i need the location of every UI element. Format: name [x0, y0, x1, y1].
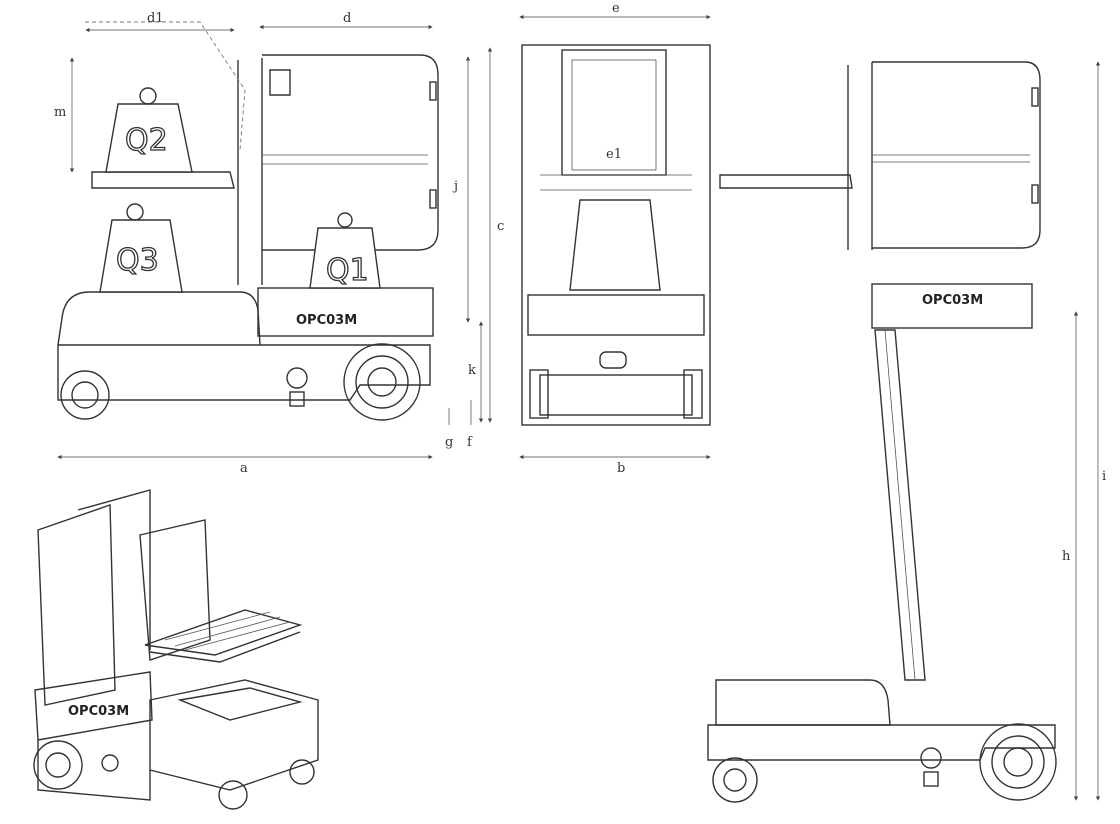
iso-tray: [144, 609, 303, 663]
raised-chassis: [707, 724, 1056, 761]
dim-d: d: [343, 11, 351, 26]
front-view: e e1 b: [519, 1, 711, 476]
mast: [237, 58, 263, 285]
dim-m: m: [54, 105, 66, 120]
raised-guardrail: [872, 61, 1041, 249]
raised-upper-mast: [847, 62, 873, 250]
dim-j: j: [452, 179, 458, 194]
dim-k: k: [468, 363, 476, 378]
rear-base: [57, 291, 261, 346]
side-view: OPC03M Q2 Q3 Q1 d1 d m j: [54, 11, 504, 476]
rear-wheel: [60, 370, 110, 420]
front-outline: [521, 44, 711, 426]
chassis: [57, 344, 431, 401]
iso-platform-box: [34, 671, 153, 741]
load-q2: [105, 103, 193, 173]
raised-tray: [719, 174, 853, 189]
drive-wheel: [343, 343, 421, 421]
model-label: OPC03M: [296, 313, 357, 328]
dim-h: h: [1062, 549, 1071, 564]
dim-c: c: [497, 219, 504, 234]
dim-d1: d1: [147, 11, 164, 26]
dim-e: e: [612, 1, 620, 16]
raised-mast: [874, 329, 926, 681]
platform-box: [257, 287, 434, 337]
iso-cage-front: [37, 504, 116, 706]
load-q3: [99, 219, 183, 293]
raised-model-label: OPC03M: [922, 293, 983, 308]
folded-tray-outline: [85, 21, 246, 151]
mid-rail: [262, 154, 428, 165]
dim-g: g: [445, 435, 453, 450]
front-platform-box: [527, 294, 705, 336]
raised-platform-box: [871, 283, 1033, 329]
iso-model-label: OPC03M: [68, 704, 129, 719]
dim-f: f: [467, 435, 473, 450]
dim-b: b: [617, 461, 625, 476]
load-q2-label: Q2: [125, 123, 168, 158]
dim-e1: e1: [606, 147, 622, 162]
guardrail: [262, 54, 439, 251]
dim-a: a: [240, 461, 248, 476]
raised-base: [715, 679, 891, 726]
isometric-view: OPC03M: [33, 489, 319, 810]
upper-tray: [91, 171, 235, 189]
iso-mast: [139, 519, 211, 661]
iso-base: [149, 679, 319, 791]
iso-chassis: [37, 740, 151, 801]
raised-view: OPC03M h i: [707, 61, 1106, 803]
load-q1-label: Q1: [326, 253, 369, 288]
load-q3-label: Q3: [116, 243, 159, 278]
load-q1: [309, 227, 381, 289]
dim-i: i: [1102, 469, 1106, 484]
